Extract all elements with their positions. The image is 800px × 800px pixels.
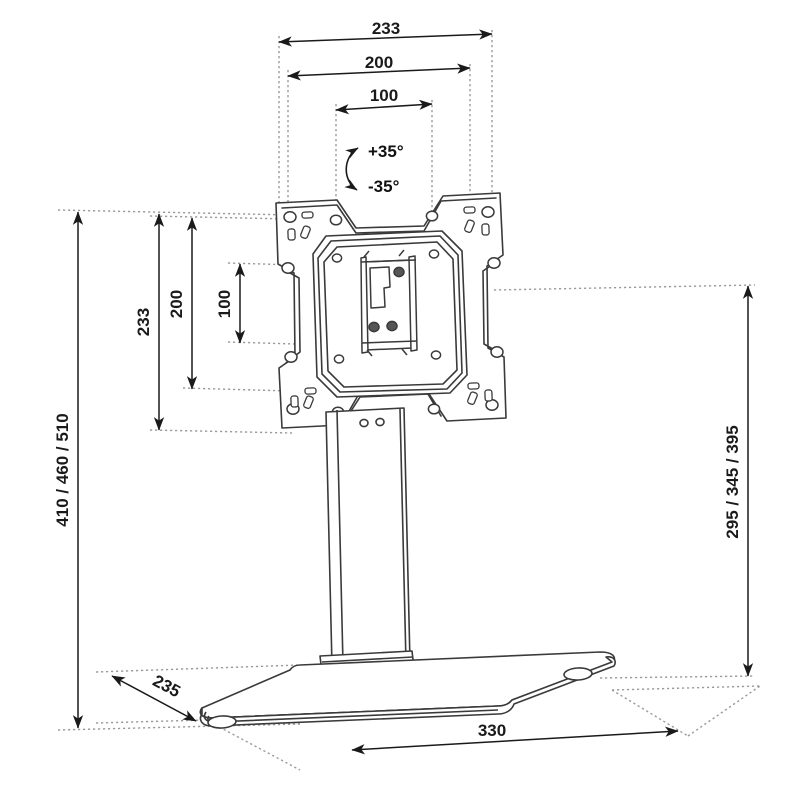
hole-bc2 [427,403,441,415]
dim-label-vesa-width-inner: 100 [370,86,398,105]
base-plate [199,651,616,729]
ext-line-base-right [611,685,761,691]
bracket-hole-bc [386,320,398,332]
ext-line-bottom-baseline [57,723,301,731]
ext-line-h-200-bot [182,387,291,392]
dim-label-screen-height: 295 / 345 / 395 [723,425,742,538]
dim-label-total-height: 410 / 460 / 510 [53,413,72,526]
column-left-edge [336,409,344,665]
hole-tl [283,211,297,223]
inner-plate-inner-line2 [323,241,458,388]
hole-tc2 [425,210,439,222]
dim-label-vesa-width-mid: 200 [365,53,393,72]
column-right-edge [399,408,407,664]
tilt-down-label: -35° [368,177,400,196]
dimline-100-top [335,99,433,115]
bracket-left-rail [360,256,369,354]
dim-label-base-depth: 235 [150,671,184,701]
ext-line-base-right-diag [611,689,689,737]
slot-tl-b [287,228,296,241]
slot-tr-c [481,223,490,236]
bracket-inner-notch [369,266,391,309]
slot-bl-a [304,387,317,395]
inner-hole-tr [428,249,440,259]
dimension-lines-vertical-left [72,211,246,729]
bracket-bottom-flange [361,340,418,357]
bracket-hole-top [393,266,405,278]
ext-line-base-back-left [95,664,301,673]
vesa-plate-slots-group [287,206,493,409]
bracket-right-rail [408,255,418,352]
column-hole-right [375,417,385,427]
hole-ml2 [284,351,298,363]
ext-line-right-bottom [599,675,756,679]
base-foot-left [207,715,237,729]
dimline-base-depth [111,675,197,722]
hole-mr2 [490,346,504,358]
slot-tl-c [300,225,311,239]
slot-tl-a [301,211,314,219]
support-column [319,407,415,674]
dimension-lines-horizontal-top [278,29,493,115]
slot-br-a [467,382,480,390]
dim-label-vesa-height-outer: 233 [134,308,153,336]
bracket-hole-bl [368,321,380,333]
dimline-200-top [287,63,471,81]
hole-tr [481,206,495,218]
ext-line-base-corner-right [687,685,761,737]
center-bracket-mechanism [360,249,418,357]
dim-label-base-width: 330 [478,721,506,740]
slot-br-b [467,391,478,405]
ext-line-h-top-outer [57,209,293,216]
hole-mr [487,257,501,269]
ext-line-h-233-bot [149,429,293,434]
ext-line-right-top [493,284,756,291]
hole-tc [329,214,343,226]
inner-hole-br [430,350,442,360]
vesa-plate-edge-thickness [281,197,501,421]
inner-hole-tl [331,253,343,263]
dim-label-vesa-height-mid: 200 [167,290,186,318]
dimline-233-top [278,29,493,47]
inner-plate-holes-group [331,249,442,364]
tilt-up-label: +35° [368,142,404,161]
dim-label-vesa-height-inner: 100 [215,290,234,318]
slot-bl-b [290,395,299,408]
vesa-plate-holes-group [281,206,504,418]
column-hole-left [359,418,369,428]
dimension-lines-base [111,675,679,755]
inner-plate-inner-line [317,235,463,393]
inner-hole-bl [333,354,345,364]
base-foot-right [563,667,593,681]
bracket-top-flange [360,249,417,263]
tilt-arc [344,147,359,191]
slot-tr-a [463,206,476,214]
column-foot-collar-line [321,656,414,663]
ext-line-h-top-mid [149,215,291,220]
hole-ml [281,262,295,274]
tilt-angle-indicator [344,147,359,191]
slot-br-c [484,389,493,402]
slot-bl-c [303,395,314,409]
ext-line-base-front-left [95,719,207,724]
dimline-base-width [351,726,679,755]
dim-label-vesa-width-outer: 233 [372,19,400,38]
slot-tr-b [464,219,475,233]
